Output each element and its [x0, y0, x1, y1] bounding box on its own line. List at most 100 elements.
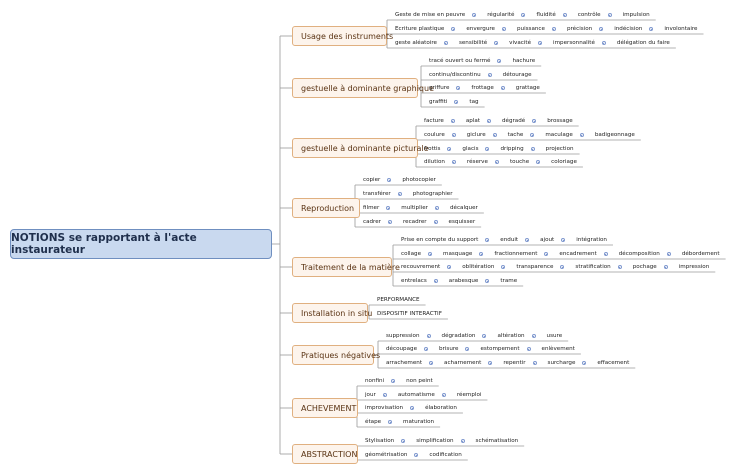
- leaf-photocopier[interactable]: photocopier: [402, 177, 436, 183]
- leaf-decalquer[interactable]: décalquer: [449, 205, 478, 211]
- leaf-arabesque[interactable]: arabesque: [448, 278, 479, 284]
- leaf-envergure[interactable]: envergure: [466, 26, 495, 32]
- leaf-codification[interactable]: codification: [429, 452, 462, 458]
- leaf-prise-en-compte-du-support[interactable]: Prise en compte du support: [401, 237, 479, 243]
- leaf-automatisme[interactable]: automatisme: [397, 392, 435, 398]
- leaf-transferer[interactable]: transférer: [363, 191, 391, 197]
- leaf-delegation-du-faire[interactable]: délégation du faire: [616, 40, 670, 46]
- leaf-esquisser[interactable]: esquisser: [448, 219, 476, 225]
- leaf-ajout[interactable]: ajout: [540, 237, 555, 243]
- leaf-photographier[interactable]: photographier: [412, 191, 453, 197]
- leaf-pochage[interactable]: pochage: [632, 264, 657, 270]
- leaf-fractionnement[interactable]: fractionnement: [494, 251, 538, 257]
- leaf-brossage[interactable]: brossage: [547, 118, 573, 124]
- leaf-arrachement[interactable]: arrachement: [386, 360, 423, 366]
- leaf-etape[interactable]: étape: [365, 419, 382, 425]
- branch-reproduction[interactable]: Reproduction: [292, 198, 360, 218]
- branch-gestuelle-a-dominante-picturale[interactable]: gestuelle à dominante picturale: [292, 138, 429, 158]
- leaf-decomposition[interactable]: décomposition: [618, 251, 660, 257]
- leaf-estompement[interactable]: estompement: [480, 346, 520, 352]
- leaf-controle[interactable]: contrôle: [577, 12, 601, 18]
- leaf-transparence[interactable]: transparence: [516, 264, 554, 270]
- leaf-performance[interactable]: PERFORMANCE: [377, 297, 420, 303]
- leaf-continu-discontinu[interactable]: continu/discontinu: [429, 72, 481, 78]
- leaf-simplification[interactable]: simplification: [416, 438, 454, 444]
- leaf-copier[interactable]: copier: [363, 177, 381, 183]
- leaf-maculage[interactable]: maculage: [545, 132, 573, 138]
- leaf-schematisation[interactable]: schématisation: [475, 438, 519, 444]
- leaf-coloriage[interactable]: coloriage: [551, 159, 577, 165]
- leaf-brisure[interactable]: brisure: [439, 346, 459, 352]
- leaf-impression[interactable]: impression: [678, 264, 710, 270]
- leaf-encadrement[interactable]: encadrement: [559, 251, 597, 257]
- leaf-involontaire[interactable]: involontaire: [664, 26, 698, 32]
- leaf-graffiti[interactable]: graffiti: [429, 99, 448, 105]
- leaf-recadrer[interactable]: recadrer: [402, 219, 427, 225]
- branch-gestuelle-a-dominante-graphique[interactable]: gestuelle à dominante graphique: [292, 78, 434, 98]
- leaf-degrade[interactable]: dégradé: [501, 118, 526, 124]
- leaf-enduit[interactable]: enduit: [500, 237, 519, 243]
- leaf-aplat[interactable]: aplat: [465, 118, 480, 124]
- leaf-surcharge[interactable]: surcharge: [547, 360, 576, 366]
- branch-installation-in-situ[interactable]: Installation in situ: [292, 303, 372, 323]
- leaf-geste-de-mise-en-peuvre[interactable]: Geste de mise en peuvre: [395, 12, 466, 18]
- branch-pratiques-negatives[interactable]: Pratiques négatives: [292, 345, 380, 365]
- leaf-trame[interactable]: trame: [500, 278, 518, 284]
- leaf-impersonnalite[interactable]: impersonnalité: [553, 40, 595, 46]
- leaf-filmer[interactable]: filmer: [363, 205, 380, 211]
- leaf-decoupage[interactable]: découpage: [386, 346, 418, 352]
- leaf-stylisation[interactable]: Stylisation: [365, 438, 395, 444]
- leaf-collage[interactable]: collage: [401, 251, 422, 257]
- leaf-degradation[interactable]: dégradation: [441, 333, 476, 339]
- leaf-hachure[interactable]: hachure: [512, 58, 536, 64]
- leaf-touche[interactable]: touche: [509, 159, 530, 165]
- branch-traitement-de-la-matiere[interactable]: Traitement de la matière: [292, 257, 400, 277]
- branch-abstraction[interactable]: ABSTRACTION: [292, 444, 358, 464]
- leaf-facture[interactable]: facture: [424, 118, 444, 124]
- leaf-dilution[interactable]: dilution: [424, 159, 445, 165]
- leaf-coulure[interactable]: coulure: [424, 132, 445, 138]
- leaf-trace-ouvert-ou-ferme[interactable]: tracé ouvert ou fermé: [429, 58, 491, 64]
- leaf-alteration[interactable]: altération: [497, 333, 525, 339]
- leaf-dripping[interactable]: dripping: [500, 146, 524, 152]
- leaf-sensibilite[interactable]: sensibilité: [458, 40, 488, 46]
- leaf-giclure[interactable]: giclure: [466, 132, 486, 138]
- leaf-precision[interactable]: précision: [566, 26, 593, 32]
- leaf-improvisation[interactable]: improvisation: [365, 405, 404, 411]
- leaf-obliteration[interactable]: oblitération: [462, 264, 495, 270]
- leaf-effacement[interactable]: effacement: [597, 360, 630, 366]
- leaf-stratification[interactable]: stratification: [575, 264, 611, 270]
- leaf-usure[interactable]: usure: [546, 333, 563, 339]
- leaf-multiplier[interactable]: multiplier: [401, 205, 428, 211]
- leaf-reemploi[interactable]: réemploi: [456, 392, 482, 398]
- leaf-entrelacs[interactable]: entrelacs: [401, 278, 427, 284]
- leaf-frottis[interactable]: frottis: [424, 146, 441, 152]
- leaf-detourage[interactable]: détourage: [502, 72, 532, 78]
- leaf-non-peint[interactable]: non peint: [406, 378, 433, 384]
- leaf-fluidite[interactable]: fluidité: [536, 12, 556, 18]
- leaf-geometrisation[interactable]: géométrisation: [365, 452, 408, 458]
- leaf-acharnement[interactable]: acharnement: [444, 360, 482, 366]
- leaf-frottage[interactable]: frottage: [471, 85, 494, 91]
- branch-usage-des-instruments[interactable]: Usage des instruments: [292, 26, 393, 46]
- leaf-ecriture-plastique[interactable]: Ecriture plastique: [395, 26, 445, 32]
- branch-achevement[interactable]: ACHEVEMENT: [292, 398, 358, 418]
- leaf-masquage[interactable]: masquage: [443, 251, 473, 257]
- leaf-cadrer[interactable]: cadrer: [363, 219, 381, 225]
- leaf-maturation[interactable]: maturation: [403, 419, 435, 425]
- leaf-projection[interactable]: projection: [545, 146, 574, 152]
- leaf-grattage[interactable]: grattage: [515, 85, 540, 91]
- leaf-badigeonnage[interactable]: badigeonnage: [594, 132, 635, 138]
- leaf-regularite[interactable]: régularité: [487, 12, 515, 18]
- leaf-repentir[interactable]: repentir: [503, 360, 526, 366]
- leaf-reserve[interactable]: réserve: [466, 159, 488, 165]
- leaf-geste-aleatoire[interactable]: geste aléatoire: [395, 40, 437, 46]
- leaf-dispositif-interactif[interactable]: DISPOSITIF INTERACTIF: [377, 311, 442, 317]
- leaf-suppression[interactable]: suppression: [386, 333, 420, 339]
- leaf-integration[interactable]: intégration: [576, 237, 607, 243]
- leaf-elaboration[interactable]: élaboration: [425, 405, 457, 411]
- leaf-tache[interactable]: tache: [507, 132, 524, 138]
- leaf-jour[interactable]: jour: [365, 392, 376, 398]
- leaf-recouvrement[interactable]: recouvrement: [401, 264, 441, 270]
- leaf-indecision[interactable]: indécision: [614, 26, 643, 32]
